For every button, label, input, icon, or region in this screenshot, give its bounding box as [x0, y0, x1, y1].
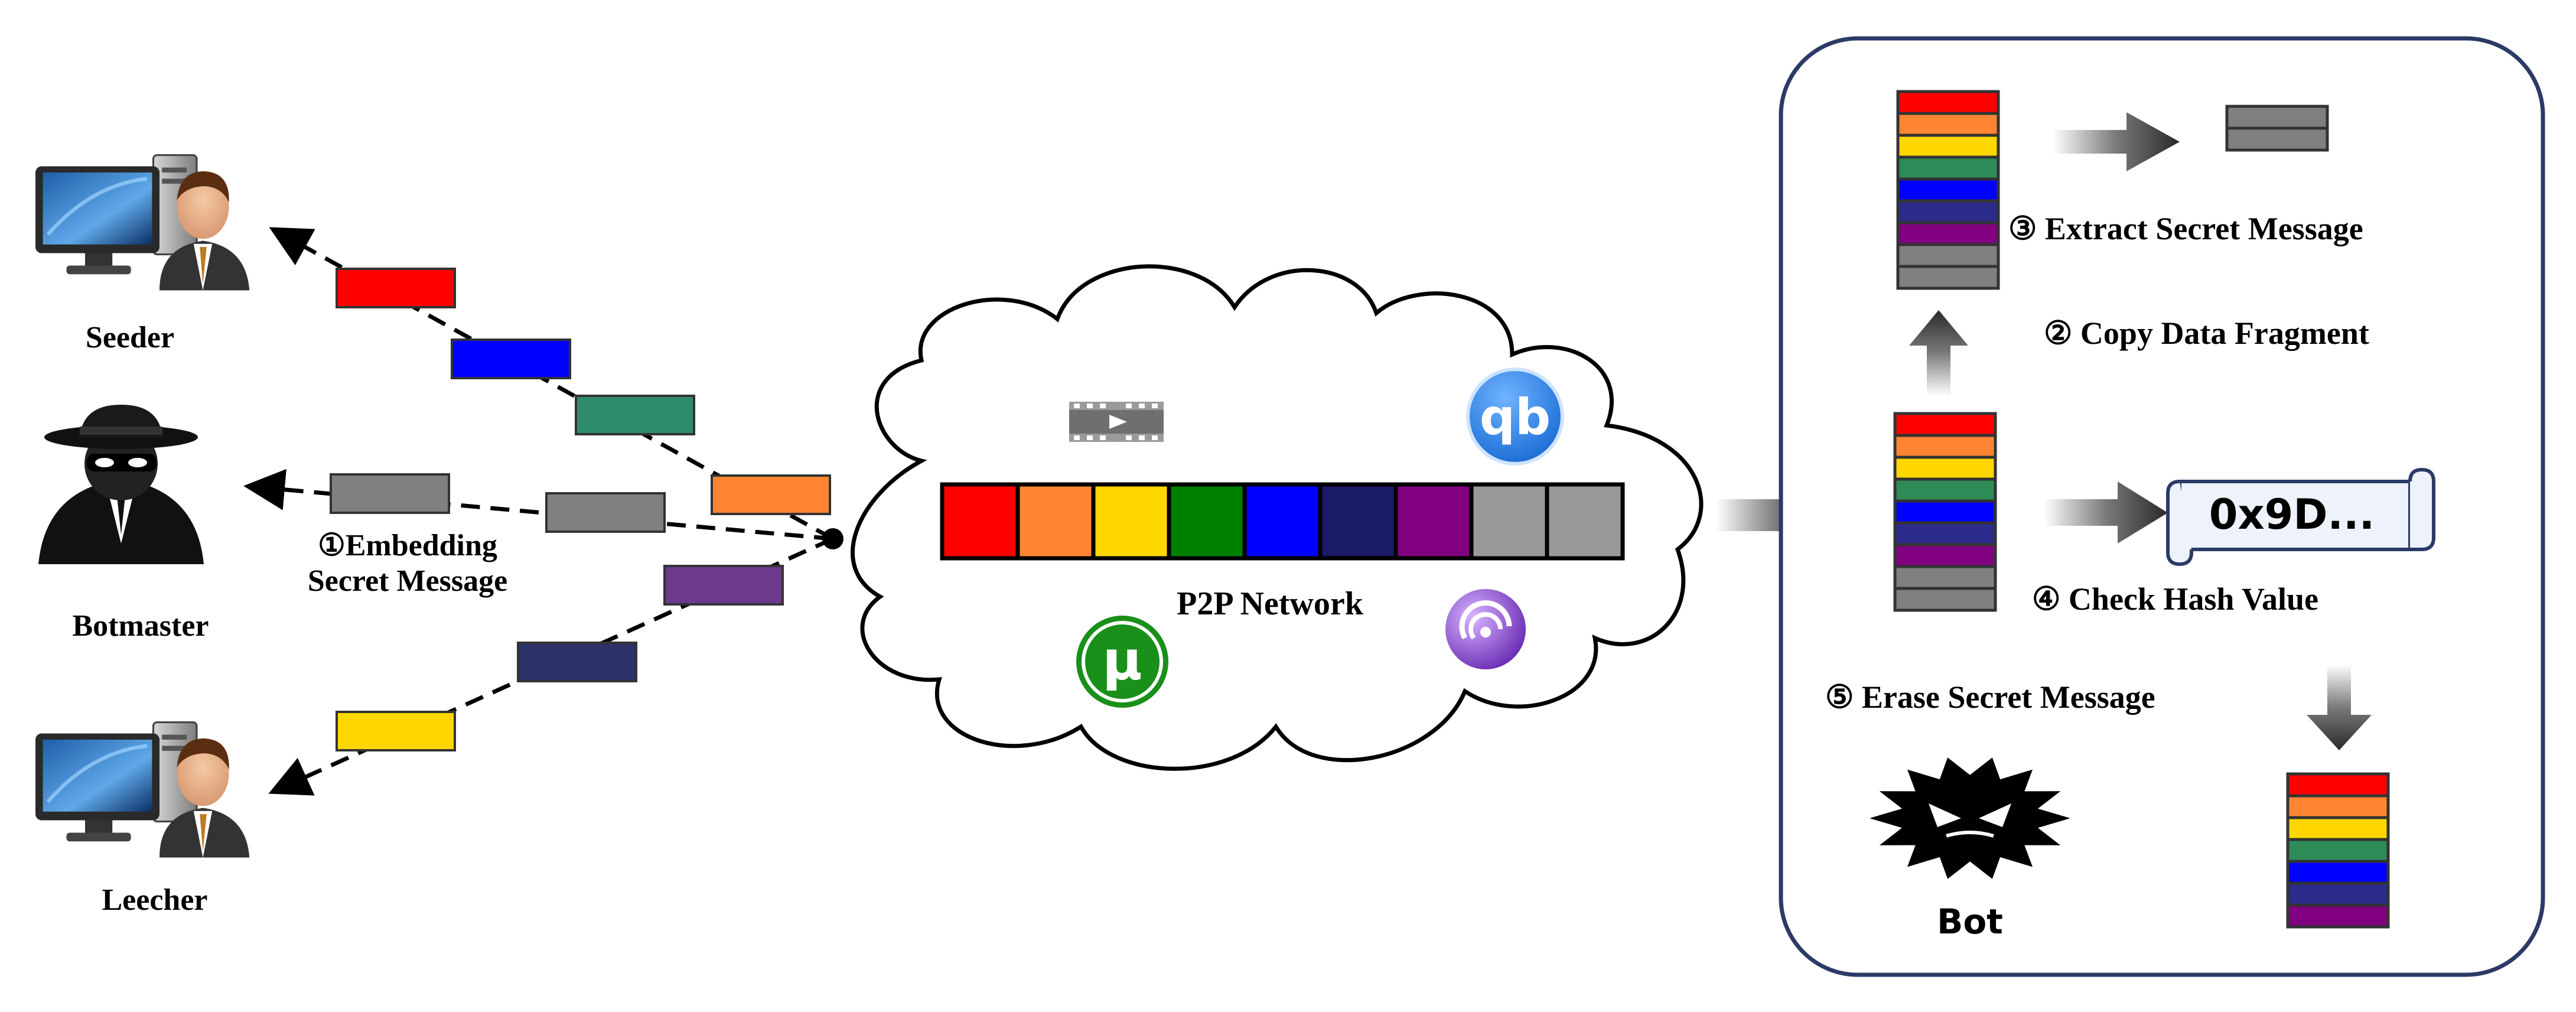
fragment-cell [1318, 482, 1398, 561]
blue-block [451, 339, 571, 379]
stack-cell [1896, 243, 2000, 268]
gray-block-2 [545, 492, 666, 533]
step5-label: ⑤ Erase Secret Message [1825, 679, 2155, 715]
fragment-cell [1469, 482, 1549, 561]
stack-cell [1893, 434, 1997, 459]
extract-arrow [2053, 112, 2180, 171]
fragment-stack-original [1893, 412, 1997, 612]
stack-cell [2286, 860, 2390, 885]
red-block [336, 268, 456, 308]
qbittorrent-icon: qb [1466, 367, 1564, 466]
stack-cell [1893, 455, 1997, 481]
utorrent-icon: µ [1076, 616, 1168, 708]
fragment-stack-copied [1896, 90, 2000, 290]
botmaster-label: Botmaster [72, 609, 209, 643]
stack-cell [2286, 903, 2390, 929]
stack-cell [1893, 477, 1997, 503]
svg-text:qb: qb [1480, 388, 1551, 446]
leecher-icon [35, 723, 249, 858]
stack-cell [2225, 105, 2329, 130]
leecher-label: Leecher [102, 883, 207, 917]
stack-cell [1893, 521, 1997, 546]
hash-arrow [2044, 481, 2168, 544]
navy-block [517, 642, 637, 682]
svg-text:µ: µ [1102, 629, 1142, 692]
bittorrent-icon [1445, 589, 1526, 669]
p2p-network-label: P2P Network [1177, 585, 1364, 622]
stack-cell [1896, 265, 2000, 290]
fragment-cell [1091, 482, 1171, 561]
stack-cell [1893, 587, 1997, 612]
stack-cell [1893, 499, 1997, 525]
orange-block [711, 474, 831, 515]
video-file-icon [1069, 402, 1164, 442]
green-block [575, 395, 695, 435]
extracted-secret-blocks [2225, 105, 2329, 152]
embedding-label-line2: Secret Message [308, 564, 507, 598]
stack-cell [2286, 838, 2390, 863]
fragment-cell [1167, 482, 1247, 561]
gray-block-1 [330, 473, 450, 514]
yellow-block [336, 711, 456, 751]
step2-label: ② Copy Data Fragment [2044, 315, 2369, 351]
stack-cell [1896, 199, 2000, 224]
fragment-cell [940, 482, 1020, 561]
seeder-label: Seeder [86, 321, 174, 354]
stack-cell [1893, 543, 1997, 568]
stack-cell [2225, 126, 2329, 152]
step4-label: ④ Check Hash Value [2032, 581, 2318, 617]
stack-cell [2286, 772, 2390, 798]
embedding-label-line1: ①Embedding [318, 529, 497, 562]
fragment-cell [1015, 482, 1096, 561]
stack-cell [1896, 221, 2000, 246]
stack-cell [1893, 412, 1997, 437]
fragment-cell [1545, 482, 1625, 561]
stack-cell [1893, 565, 1997, 590]
bot-label: Bot [1937, 902, 2003, 942]
hash-value-text: 0x9D... [2209, 490, 2375, 539]
stack-cell [2286, 881, 2390, 907]
bot-virus-icon [1870, 757, 2070, 879]
purple-block [663, 565, 784, 606]
arrow-origin-dot [822, 528, 844, 549]
erase-arrow [2307, 665, 2372, 750]
stack-cell [1896, 155, 2000, 181]
stack-cell [2286, 816, 2390, 841]
stack-cell [1896, 112, 2000, 137]
fragment-cell [1393, 482, 1474, 561]
scroll-icon: 0x9D... [2166, 467, 2435, 567]
p2p-fragment-bar [940, 482, 1625, 561]
fragment-cell [1242, 482, 1323, 561]
step3-label: ③ Extract Secret Message [2008, 211, 2363, 246]
seeder-icon [35, 155, 249, 291]
spy-icon [38, 405, 204, 564]
stack-cell [1896, 134, 2000, 159]
stack-cell [1896, 90, 2000, 115]
stack-cell [1896, 177, 2000, 203]
copy-arrow [1909, 310, 1968, 396]
fragment-stack-clean [2286, 772, 2390, 929]
stack-cell [2286, 794, 2390, 819]
